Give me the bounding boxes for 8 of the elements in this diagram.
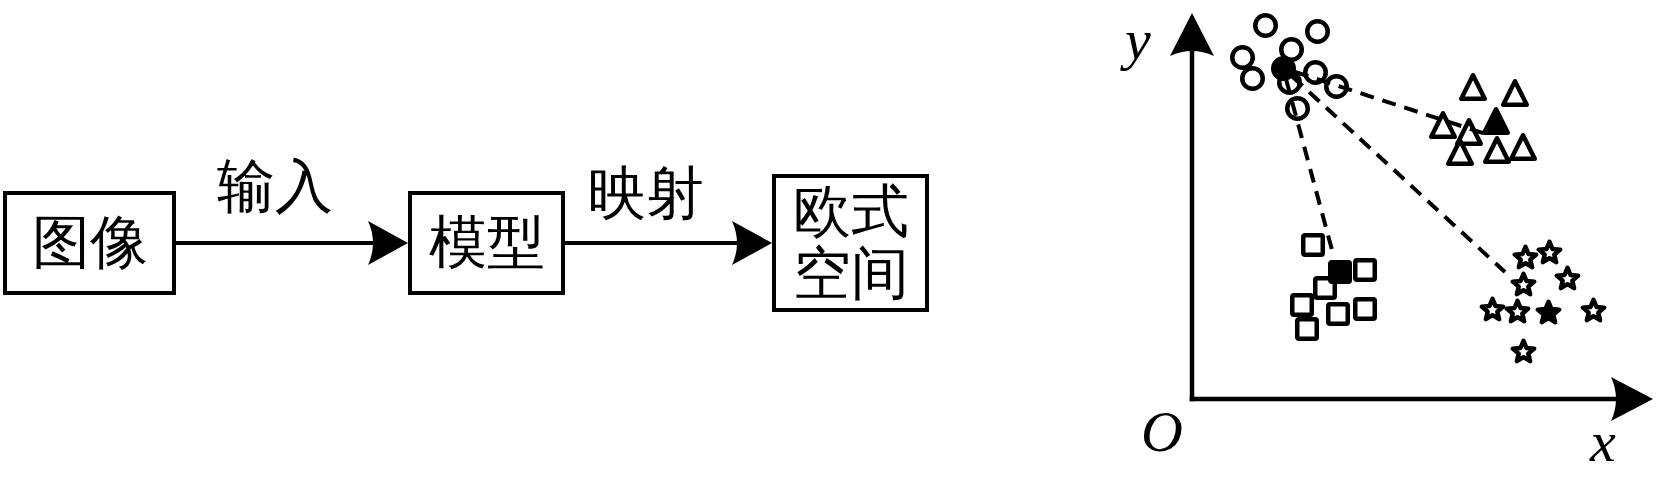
- axis-label: O: [1140, 400, 1184, 464]
- edge-label: 输入: [217, 158, 333, 216]
- edge-label: 映射: [588, 165, 704, 223]
- process-box: 欧式空间: [772, 174, 929, 312]
- process-box: 模型: [408, 191, 565, 295]
- process-box: 图像: [3, 191, 176, 295]
- axis-label: y: [1116, 8, 1160, 72]
- axis-label: x: [1588, 410, 1617, 474]
